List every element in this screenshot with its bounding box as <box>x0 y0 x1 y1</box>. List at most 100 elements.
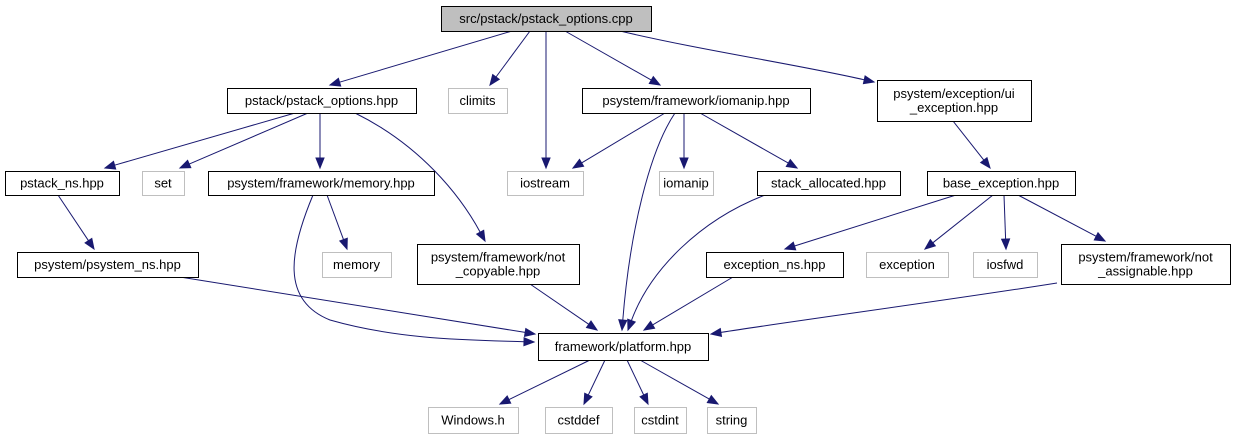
arrowhead-icon <box>706 394 720 405</box>
arrowhead-icon <box>178 159 192 169</box>
node-base-exception-hpp[interactable]: base_exception.hpp <box>927 171 1076 196</box>
node-box <box>507 171 584 196</box>
node-box <box>538 333 709 361</box>
edge-line <box>564 30 652 81</box>
arrowhead-icon <box>627 318 637 332</box>
node-box <box>441 6 652 32</box>
node-label: set <box>154 176 172 191</box>
node-label: _copyable.hpp <box>455 264 541 279</box>
node-box <box>973 252 1038 278</box>
arrowhead-icon <box>541 157 551 170</box>
node-windows-h: Windows.h <box>428 407 519 434</box>
arrowhead-icon <box>1093 231 1107 242</box>
edge-root-to-iostream <box>541 31 551 170</box>
nodes-layer: src/pstack/pstack_options.cpppstack/psta… <box>5 6 1231 434</box>
edge-line <box>114 112 296 166</box>
node-iomanip-hpp[interactable]: psystem/framework/iomanip.hpp <box>582 88 811 114</box>
node-box <box>417 244 580 285</box>
arrowhead-icon <box>523 327 537 338</box>
node-cstdint: cstdint <box>634 407 687 434</box>
edge-pstack_options_hpp-to-not_copyable_hpp <box>354 112 486 243</box>
edge-iomanip_hpp-to-iostream <box>571 112 666 169</box>
node-label: cstddef <box>558 413 600 428</box>
node-pstack-options-hpp[interactable]: pstack/pstack_options.hpp <box>227 88 417 114</box>
arrowhead-icon <box>523 336 536 347</box>
edge-pstack_options_hpp-to-memory_hpp <box>315 113 325 170</box>
node-memory-hpp[interactable]: psystem/framework/memory.hpp <box>208 171 435 196</box>
edge-line <box>619 30 865 81</box>
node-label: iomanip <box>663 176 709 191</box>
node-box <box>877 80 1032 122</box>
edge-platform_hpp-to-cstdint <box>626 359 649 406</box>
node-label: _exception.hpp <box>909 100 998 115</box>
arrowhead-icon <box>709 327 723 338</box>
edge-line <box>794 194 957 247</box>
node-label: psystem/exception/ui <box>893 86 1015 101</box>
edge-root-to-pstack_options_hpp <box>328 30 513 87</box>
node-box <box>757 171 901 196</box>
arrowhead-icon <box>328 77 342 87</box>
edge-iomanip_hpp-to-iomanip <box>679 113 689 170</box>
arrowhead-icon <box>679 157 689 170</box>
node-label: base_exception.hpp <box>943 176 1059 191</box>
node-label: pstack/pstack_options.hpp <box>245 93 398 108</box>
node-not-copyable-hpp[interactable]: psystem/framework/not_copyable.hpp <box>417 244 580 285</box>
node-not-assignable-hpp[interactable]: psystem/framework/not_assignable.hpp <box>1061 244 1231 285</box>
edge-line <box>339 30 513 83</box>
node-label: framework/platform.hpp <box>555 339 692 354</box>
node-box <box>227 88 417 114</box>
node-exception: exception <box>866 252 949 278</box>
edge-line <box>1003 194 1007 240</box>
node-box <box>706 252 844 278</box>
node-stack-allocated-hpp[interactable]: stack_allocated.hpp <box>757 171 901 196</box>
edge-line <box>57 194 89 241</box>
edge-line <box>326 194 344 240</box>
edge-line <box>1017 194 1097 237</box>
node-pstack-ns-hpp[interactable]: pstack_ns.hpp <box>5 171 120 196</box>
node-box <box>208 171 435 196</box>
arrowhead-icon <box>315 157 325 170</box>
node-box <box>866 252 949 278</box>
node-label: cstdint <box>641 413 679 428</box>
node-label: climits <box>459 93 496 108</box>
arrowhead-icon <box>979 156 991 170</box>
node-exception-ns-hpp[interactable]: exception_ns.hpp <box>706 252 844 278</box>
edge-root-to-ui_exception_hpp <box>619 30 876 85</box>
edge-line <box>720 282 1058 333</box>
node-label: memory <box>333 257 380 272</box>
edge-platform_hpp-to-windows_h <box>498 359 591 405</box>
node-memory: memory <box>322 252 392 278</box>
arrowhead-icon <box>585 320 599 331</box>
arrowhead-icon <box>1000 238 1011 251</box>
node-label: exception <box>879 257 935 272</box>
edge-base_exception_hpp-to-iosfwd <box>1000 194 1011 251</box>
arrowhead-icon <box>475 229 486 243</box>
node-label: string <box>716 413 748 428</box>
edge-exception_ns_hpp-to-platform_hpp <box>642 276 734 331</box>
node-iostream: iostream <box>507 171 584 196</box>
node-ui-exception-hpp[interactable]: psystem/exception/ui_exception.hpp <box>877 80 1032 122</box>
node-box <box>927 171 1076 196</box>
edge-pstack_ns_hpp-to-psystem_ns_hpp <box>57 194 95 251</box>
arrowhead-icon <box>583 392 593 406</box>
edge-pstack_options_hpp-to-pstack_ns_hpp <box>103 112 296 170</box>
node-box <box>448 88 508 114</box>
arrowhead-icon <box>639 392 649 406</box>
edge-line <box>952 120 985 161</box>
node-box <box>17 252 199 278</box>
edge-line <box>189 112 309 165</box>
node-iosfwd: iosfwd <box>973 252 1038 278</box>
node-label: stack_allocated.hpp <box>771 176 886 191</box>
node-platform-hpp[interactable]: framework/platform.hpp <box>538 333 709 361</box>
edge-psystem_ns_hpp-to-platform_hpp <box>179 276 537 338</box>
edge-ui_exception_hpp-to-base_exception_hpp <box>952 120 991 170</box>
node-box <box>5 171 120 196</box>
edge-base_exception_hpp-to-not_assignable_hpp <box>1017 194 1107 242</box>
edge-line <box>354 112 481 233</box>
arrowhead-icon <box>489 73 501 87</box>
edge-line <box>652 276 734 326</box>
edges-layer <box>57 30 1107 406</box>
node-label: psystem/psystem_ns.hpp <box>34 257 181 272</box>
edge-memory_hpp-to-platform_hpp <box>293 194 536 347</box>
node-psystem-ns-hpp[interactable]: psystem/psystem_ns.hpp <box>17 252 199 278</box>
